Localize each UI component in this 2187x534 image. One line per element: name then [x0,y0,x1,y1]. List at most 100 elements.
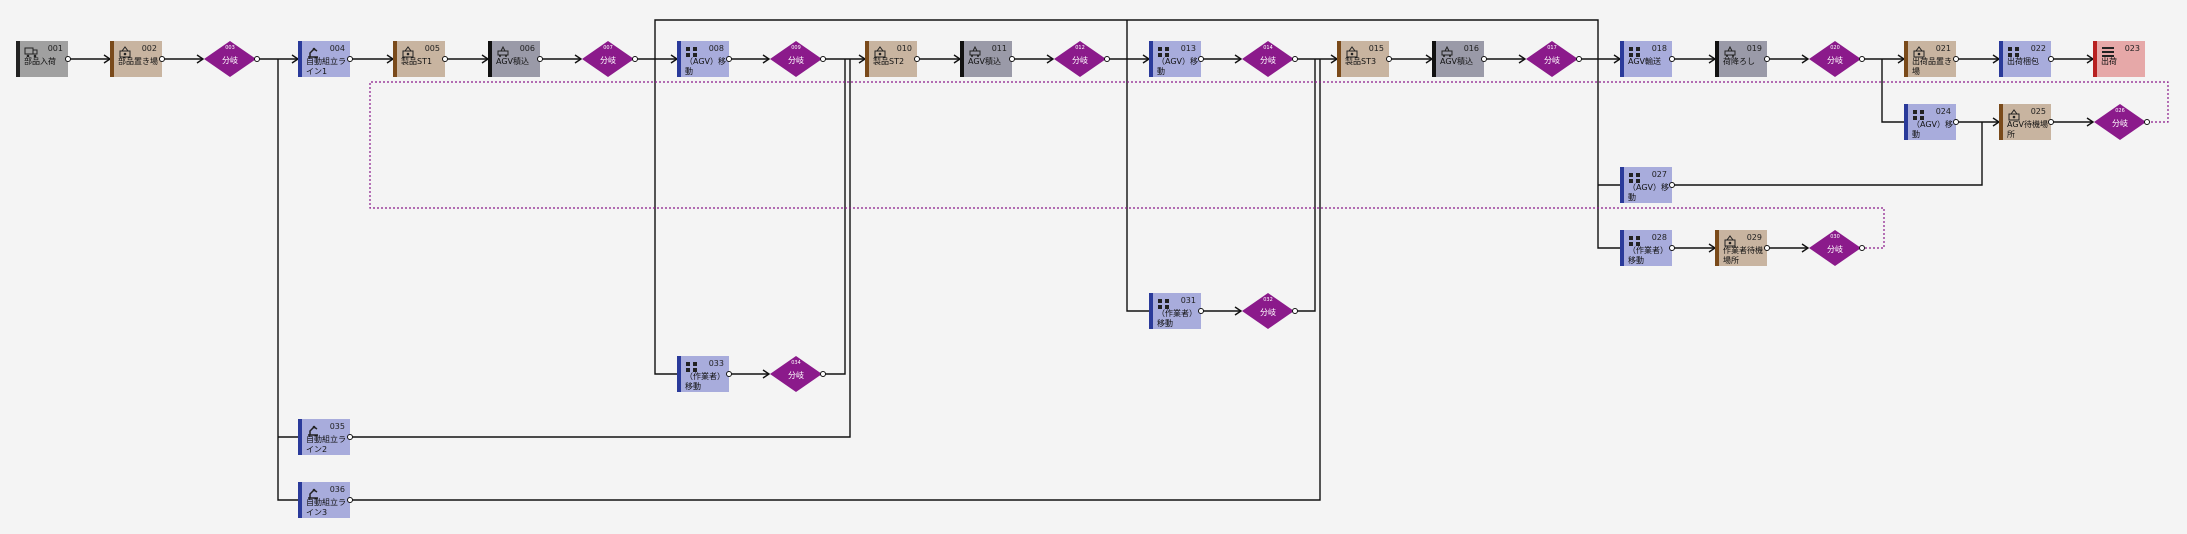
output-port[interactable] [1764,56,1770,62]
output-port[interactable] [1669,245,1675,251]
node-number: 023 [2124,44,2140,53]
output-port[interactable] [1669,182,1675,188]
node-label: 作業者待機場所 [1723,246,1763,265]
output-port[interactable] [1953,56,1959,62]
output-port[interactable] [1009,56,1015,62]
output-port[interactable] [820,371,826,377]
output-port[interactable] [1292,56,1298,62]
loop-connector [369,81,2169,249]
node-label: AGV積込 [968,57,1002,66]
node-label: 製品ST2 [873,57,905,66]
node-accent-bar [298,41,302,77]
output-port[interactable] [632,56,638,62]
process-node-033[interactable]: 033（作業者）移動 [677,356,729,392]
output-port[interactable] [2048,56,2054,62]
process-node-013[interactable]: 013（AGV）移動 [1149,41,1201,77]
process-node-031[interactable]: 031（作業者）移動 [1149,293,1201,329]
worker-icon [118,43,132,58]
move-icon [1912,106,1926,120]
output-port[interactable] [1764,245,1770,251]
output-port[interactable] [537,56,543,62]
process-node-028[interactable]: 028（作業者）移動 [1620,230,1672,266]
output-port[interactable] [347,434,353,440]
agv-icon [1723,43,1737,57]
node-accent-bar [1999,41,2003,77]
output-port[interactable] [1198,56,1204,62]
output-port[interactable] [254,56,260,62]
node-number: 016 [1463,44,1479,53]
output-port[interactable] [159,56,165,62]
output-port[interactable] [726,56,732,62]
process-node-008[interactable]: 008（AGV）移動 [677,41,729,77]
connector [1295,59,1316,312]
output-port[interactable] [1953,119,1959,125]
output-port[interactable] [1386,56,1392,62]
output-port[interactable] [442,56,448,62]
node-label: 製品ST1 [401,57,433,66]
stack-icon [2101,43,2115,57]
branch-label: 分岐 [788,371,804,380]
output-port[interactable] [347,497,353,503]
output-port[interactable] [347,56,353,62]
node-accent-bar [1999,104,2003,140]
node-label: AGV積込 [496,57,530,66]
node-accent-bar [393,41,397,77]
node-number: 018 [1651,44,1667,53]
robot-arm-icon [306,484,320,499]
node-label: 出荷梱包 [2007,57,2039,66]
connector [350,59,851,438]
output-port[interactable] [1481,56,1487,62]
output-port[interactable] [914,56,920,62]
node-accent-bar [1715,230,1719,266]
output-port[interactable] [1292,308,1298,314]
arrowhead [574,54,583,64]
node-number: 028 [1651,233,1667,242]
output-port[interactable] [1198,308,1204,314]
output-port[interactable] [2144,119,2150,125]
output-port[interactable] [1859,245,1865,251]
output-port[interactable] [726,371,732,377]
output-port[interactable] [1576,56,1582,62]
agv-icon [496,43,510,57]
move-icon [685,43,699,57]
output-port[interactable] [1859,56,1865,62]
output-port[interactable] [65,56,71,62]
move-icon [1157,43,1171,57]
output-port[interactable] [1104,56,1110,62]
output-port[interactable] [820,56,826,62]
output-port[interactable] [1669,56,1675,62]
process-node-027[interactable]: 027（AGV）移動 [1620,167,1672,203]
output-port[interactable] [2048,119,2054,125]
process-node-024[interactable]: 024（AGV）移動 [1904,104,1956,140]
worker-icon [401,43,415,58]
